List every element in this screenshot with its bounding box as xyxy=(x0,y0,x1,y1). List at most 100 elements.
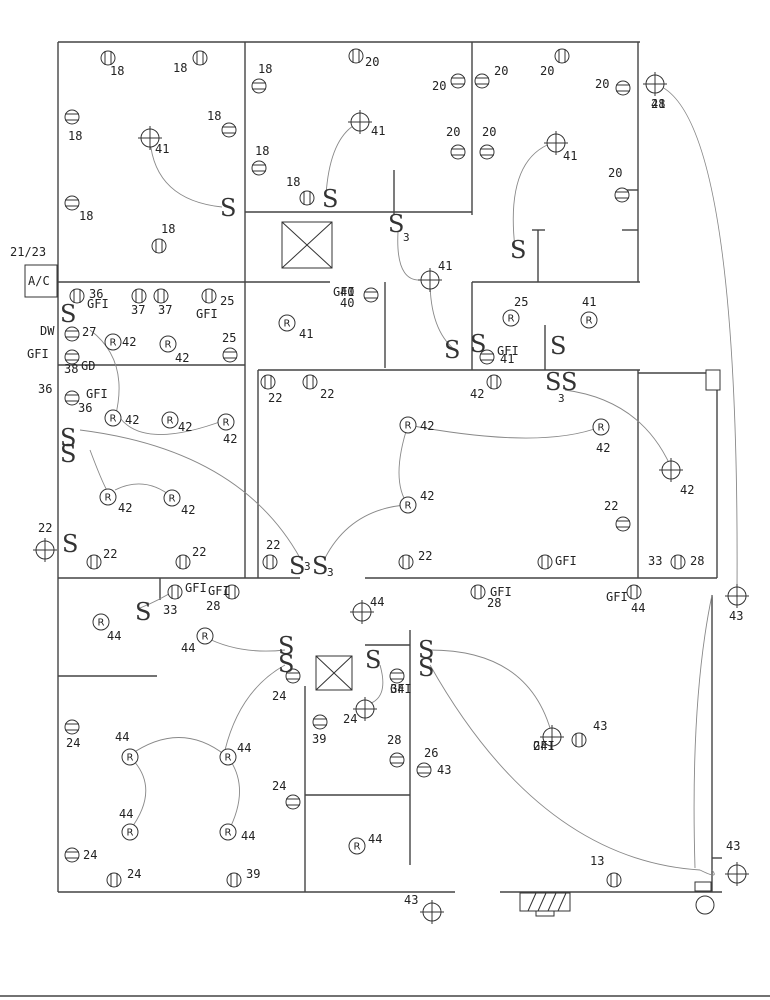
circuit-label: 41 xyxy=(155,142,169,156)
outlet xyxy=(64,349,80,365)
circuit-label: 22 xyxy=(418,549,432,563)
circuit-label: 25 xyxy=(220,294,234,308)
outlet xyxy=(479,144,495,160)
circuit-labels: 18 18 18 18 18 18 18 18 18 20 20 20 20 2… xyxy=(27,55,743,907)
outlet xyxy=(100,50,116,66)
outlet xyxy=(537,554,553,570)
outlet xyxy=(389,668,405,684)
light-fixture xyxy=(659,458,683,482)
circuit-label: 27 xyxy=(82,325,96,339)
receptacle: R xyxy=(196,627,214,645)
circuit-label: 24 xyxy=(272,779,286,793)
circuit-label: 39 xyxy=(246,867,260,881)
ac-box xyxy=(24,264,58,298)
circuit-label: 42 xyxy=(223,432,237,446)
receptacle: R xyxy=(278,314,296,332)
receptacle: R xyxy=(219,748,237,766)
circuit-label: 40 xyxy=(340,296,354,310)
switch-symbol: S xyxy=(62,530,78,558)
circuit-label: 18 xyxy=(68,129,82,143)
receptacle-letter: R xyxy=(169,494,176,505)
receptacle: R xyxy=(92,613,110,631)
outlet xyxy=(222,347,238,363)
fireplace-hearth xyxy=(519,892,571,917)
switch-symbol: S xyxy=(135,598,151,626)
receptacle: R xyxy=(121,748,139,766)
outlet xyxy=(614,187,630,203)
outlet xyxy=(615,516,631,532)
switch-symbol: S xyxy=(510,236,526,264)
circuit-label: 22 xyxy=(320,387,334,401)
outlet xyxy=(470,584,486,600)
circuit-label: 22 xyxy=(604,499,618,513)
receptacle: R xyxy=(348,837,366,855)
circuit-label: 20 xyxy=(432,79,446,93)
receptacle: R xyxy=(104,333,122,351)
switch-symbol: S xyxy=(470,330,486,358)
circuit-label: GFI xyxy=(87,297,109,311)
circuit-label: 42 xyxy=(122,335,136,349)
circuit-label: 20 xyxy=(482,125,496,139)
outlet xyxy=(131,288,147,304)
circuit-label: 36 xyxy=(38,382,52,396)
receptacle-letter: R xyxy=(127,828,134,839)
circuit-label: 44 xyxy=(370,595,384,609)
receptacle-letter: R xyxy=(167,416,174,427)
outlet xyxy=(285,668,301,684)
receptacle: R xyxy=(217,413,235,431)
receptacle-letter: R xyxy=(405,501,412,512)
outlet xyxy=(606,872,622,888)
circuit-label: 42 xyxy=(420,419,434,433)
circuit-label: 41 xyxy=(563,149,577,163)
circuit-label: 40 xyxy=(340,285,354,299)
circuit-label: 25 xyxy=(514,295,528,309)
circuit-label: 42 xyxy=(470,387,484,401)
fixtures xyxy=(281,221,721,917)
light-fixture xyxy=(348,110,372,134)
receptacle: R xyxy=(502,309,520,327)
outlet xyxy=(151,238,167,254)
circuit-label: 44 xyxy=(237,741,251,755)
light-fixture xyxy=(420,900,444,924)
receptacle: R xyxy=(219,823,237,841)
light-fixture xyxy=(544,131,568,155)
circuit-label: 22 xyxy=(192,545,206,559)
outlet xyxy=(153,288,169,304)
circuit-label: 24 xyxy=(83,848,97,862)
circuit-label: GD xyxy=(81,359,95,373)
outlet xyxy=(262,554,278,570)
receptacle: R xyxy=(104,409,122,427)
light-fixture xyxy=(350,600,374,624)
switch-symbol: S xyxy=(418,654,434,682)
circuit-label: 37 xyxy=(131,303,145,317)
outlet xyxy=(86,554,102,570)
panel-box xyxy=(705,369,721,391)
receptacle: R xyxy=(121,823,139,841)
circuit-label: 20 xyxy=(365,55,379,69)
switch-symbol: S xyxy=(550,332,566,360)
switch-symbol: S xyxy=(60,424,76,452)
receptacle-letter: R xyxy=(127,753,134,764)
receptacle-letter: R xyxy=(225,828,232,839)
circuit-label: 25 xyxy=(222,331,236,345)
receptacle: R xyxy=(159,335,177,353)
circuit-label: 43 xyxy=(729,609,743,623)
circuit-label: 28 xyxy=(487,596,501,610)
circuit-label: 44 xyxy=(107,629,121,643)
outlet xyxy=(389,752,405,768)
receptacle-letter: R xyxy=(223,418,230,429)
circuit-label: 42 xyxy=(596,441,610,455)
receptacle: R xyxy=(163,489,181,507)
circuit-label: 41 xyxy=(582,295,596,309)
circuit-label: 43 xyxy=(726,839,740,853)
outlet xyxy=(312,714,328,730)
circuit-label: 22 xyxy=(268,391,282,405)
outlet xyxy=(554,48,570,64)
receptacle-letter: R xyxy=(508,314,515,325)
circuit-label: 42 xyxy=(175,351,189,365)
circuit-label: 18 xyxy=(110,64,124,78)
outlet xyxy=(302,374,318,390)
outlet xyxy=(398,554,414,570)
circuit-label: 37 xyxy=(158,303,172,317)
